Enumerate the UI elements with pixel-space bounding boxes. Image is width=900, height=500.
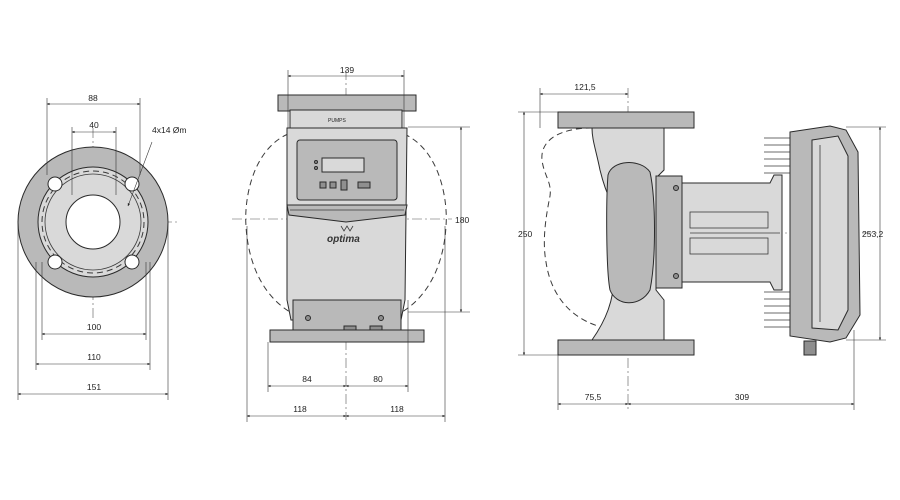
dim-151: 151 bbox=[87, 382, 101, 392]
dim-180: 180 bbox=[455, 215, 469, 225]
dim-253-2: 253,2 bbox=[862, 229, 884, 239]
dim-309: 309 bbox=[735, 392, 749, 402]
bottom-flange bbox=[269, 329, 425, 343]
display-screen bbox=[321, 157, 365, 173]
profile-view-pump: 121,5 250 253,2 75,5 309 bbox=[518, 82, 886, 410]
dim-100: 100 bbox=[87, 322, 101, 332]
volute-profile bbox=[541, 127, 599, 327]
dim-118-right: 118 bbox=[390, 404, 404, 414]
lower-flange-profile bbox=[557, 339, 695, 356]
header-text: PUMPS bbox=[328, 118, 346, 124]
panel-knob bbox=[340, 179, 348, 191]
front-view-flange: 88 40 4x14 Øm 100 110 151 bbox=[17, 93, 187, 400]
impeller-chamber bbox=[606, 162, 655, 304]
bolt-holes bbox=[47, 176, 140, 270]
dim-121-5: 121,5 bbox=[574, 82, 596, 92]
top-flange bbox=[277, 94, 417, 112]
dim-250: 250 bbox=[518, 229, 532, 239]
volute-outline-left bbox=[245, 133, 291, 313]
holes-callout: 4x14 Øm bbox=[152, 125, 187, 135]
dim-40: 40 bbox=[89, 120, 99, 130]
dim-118-left: 118 bbox=[293, 404, 307, 414]
flange-bore bbox=[65, 194, 121, 250]
panel-button bbox=[319, 181, 327, 189]
upper-flange-profile bbox=[557, 111, 695, 129]
dim-75-5: 75,5 bbox=[585, 392, 602, 402]
panel-button bbox=[329, 181, 337, 189]
dim-84: 84 bbox=[302, 374, 312, 384]
dim-80: 80 bbox=[373, 374, 383, 384]
dim-88: 88 bbox=[88, 93, 98, 103]
volute-outline-right bbox=[401, 133, 447, 313]
brand-logo: optima bbox=[327, 234, 360, 245]
dim-110: 110 bbox=[87, 352, 101, 362]
cable-gland-profile bbox=[803, 340, 817, 356]
mounting-plate bbox=[655, 175, 683, 289]
dim-139: 139 bbox=[340, 65, 354, 75]
panel-button bbox=[357, 181, 371, 189]
side-view-pump: PUMPS optima 139 180 bbox=[232, 65, 470, 422]
cooling-fins bbox=[764, 137, 792, 328]
motor-body bbox=[681, 174, 783, 291]
